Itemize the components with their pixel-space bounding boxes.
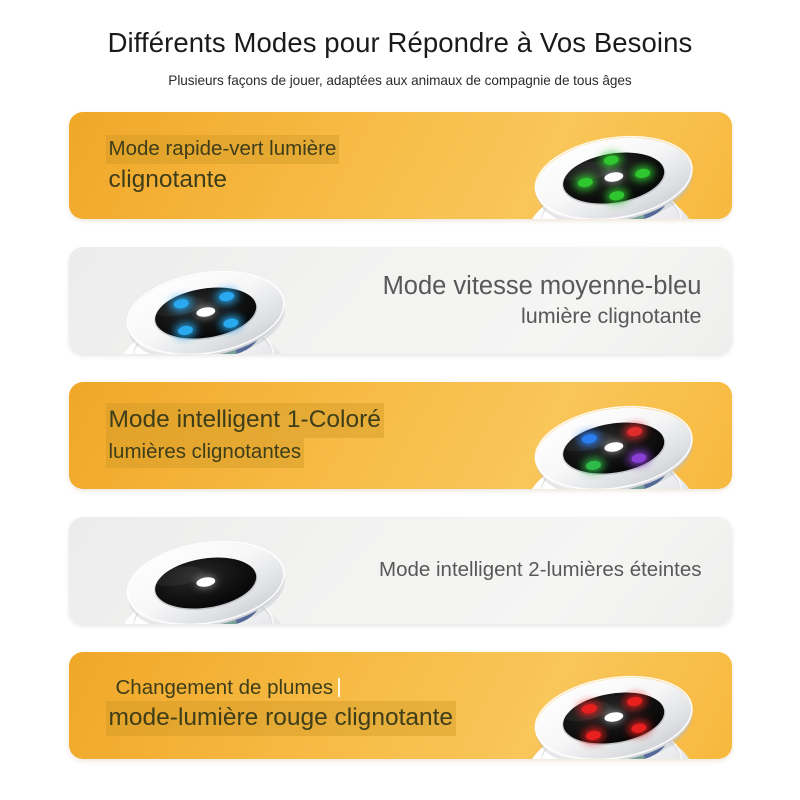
card-text-line: Mode rapide-vert lumière bbox=[105, 134, 340, 165]
card-text-line: Mode intelligent 1-Coloré bbox=[105, 403, 384, 439]
mode-label-line: lumières clignotantes bbox=[105, 438, 305, 468]
text-caret-marker bbox=[338, 677, 340, 697]
mode-label-line: Mode rapide-vert lumière bbox=[105, 134, 340, 165]
card-text-block: Mode vitesse moyenne-bleu lumière clignot… bbox=[383, 247, 702, 354]
mode-label-line: Mode vitesse moyenne-bleu bbox=[382, 271, 702, 300]
card-text-line: mode-lumière rouge clignotante bbox=[105, 701, 457, 737]
device-illustration-multicolor bbox=[507, 390, 722, 489]
mode-label-line: Changement de plumes bbox=[115, 675, 334, 699]
mode-label-line: mode-lumière rouge clignotante bbox=[105, 701, 457, 737]
mode-label-line: clignotante bbox=[108, 166, 228, 194]
card-text-line: lumières clignotantes bbox=[105, 438, 305, 468]
page-subtitle: Plusieurs façons de jouer, adaptées aux … bbox=[168, 73, 632, 89]
device-illustration-red bbox=[507, 660, 722, 759]
card-text-line: lumière clignotante bbox=[521, 303, 701, 331]
device-illustration-green bbox=[507, 120, 722, 219]
card-text-block: Mode intelligent 2-lumières éteintes bbox=[379, 517, 701, 624]
card-smart-2-off[interactable]: Mode intelligent 2-lumières éteintes bbox=[68, 517, 732, 624]
mode-label-line: Mode intelligent 1-Coloré bbox=[105, 403, 384, 439]
page-header: Différents Modes pour Répondre à Vos Bes… bbox=[0, 0, 800, 88]
mode-label-line: lumière clignotante bbox=[521, 304, 702, 329]
device-illustration-off bbox=[99, 525, 314, 624]
page-title: Différents Modes pour Répondre à Vos Bes… bbox=[107, 27, 693, 58]
card-text-line: Changement de plumes bbox=[109, 675, 340, 702]
card-text-line: Mode intelligent 2-lumières éteintes bbox=[379, 557, 701, 584]
card-medium-blue[interactable]: Mode vitesse moyenne-bleu lumière clignot… bbox=[68, 247, 732, 354]
card-text-line: Mode vitesse moyenne-bleu bbox=[383, 270, 702, 303]
mode-label-line: Mode intelligent 2-lumières éteintes bbox=[379, 558, 702, 582]
device-illustration-blue bbox=[99, 255, 314, 354]
card-text-line: clignotante bbox=[109, 164, 228, 196]
